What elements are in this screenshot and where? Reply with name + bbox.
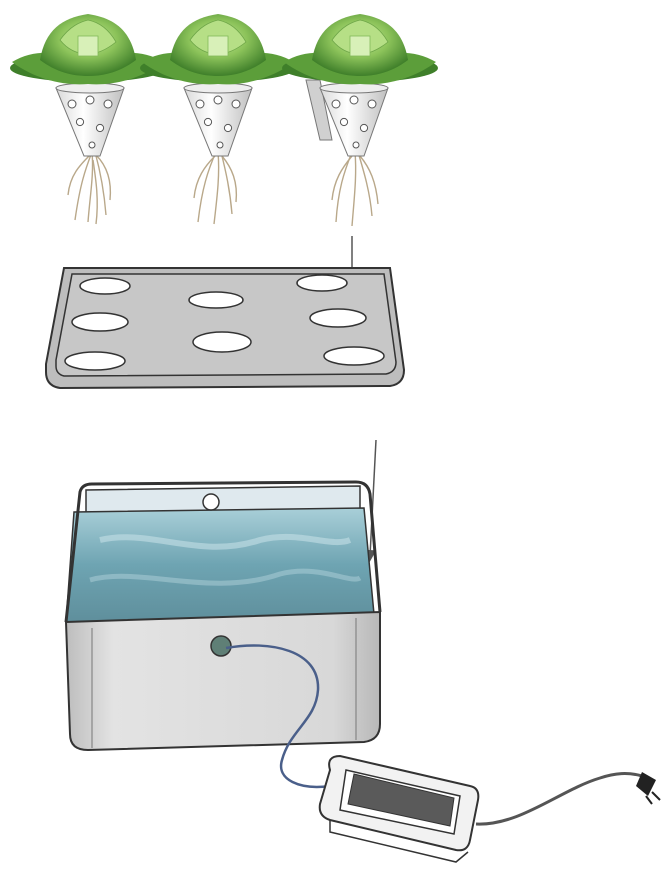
lettuce-3 xyxy=(282,14,438,84)
net-cup-3 xyxy=(306,80,388,156)
lid-hole-4 xyxy=(72,313,128,331)
net-cup-1 xyxy=(56,83,124,156)
plant-1 xyxy=(10,14,166,224)
lid-hole-3 xyxy=(297,275,347,291)
power-cord xyxy=(476,774,642,825)
lid-hole-8 xyxy=(324,347,384,365)
lid-hole-6 xyxy=(310,309,366,327)
roots-1 xyxy=(68,152,110,224)
tank-front-wall xyxy=(66,612,380,750)
overflow-hole xyxy=(203,494,219,510)
lettuce-2 xyxy=(140,14,296,84)
plant-2 xyxy=(140,14,296,224)
lid-hole-2 xyxy=(189,292,243,308)
net-cup-2 xyxy=(184,83,252,156)
lettuce-1 xyxy=(10,14,166,84)
floating-raft-lid xyxy=(46,268,404,388)
plant-3 xyxy=(282,14,438,226)
roots-2 xyxy=(194,152,236,224)
lid-hole-7 xyxy=(65,352,125,370)
water-reservoir xyxy=(66,482,380,750)
roots-3 xyxy=(332,152,378,226)
lid-hole-5 xyxy=(193,332,251,352)
tube-grommet xyxy=(211,636,231,656)
air-pump xyxy=(320,756,479,862)
water-surface xyxy=(66,508,374,622)
lid-hole-1 xyxy=(80,278,130,294)
